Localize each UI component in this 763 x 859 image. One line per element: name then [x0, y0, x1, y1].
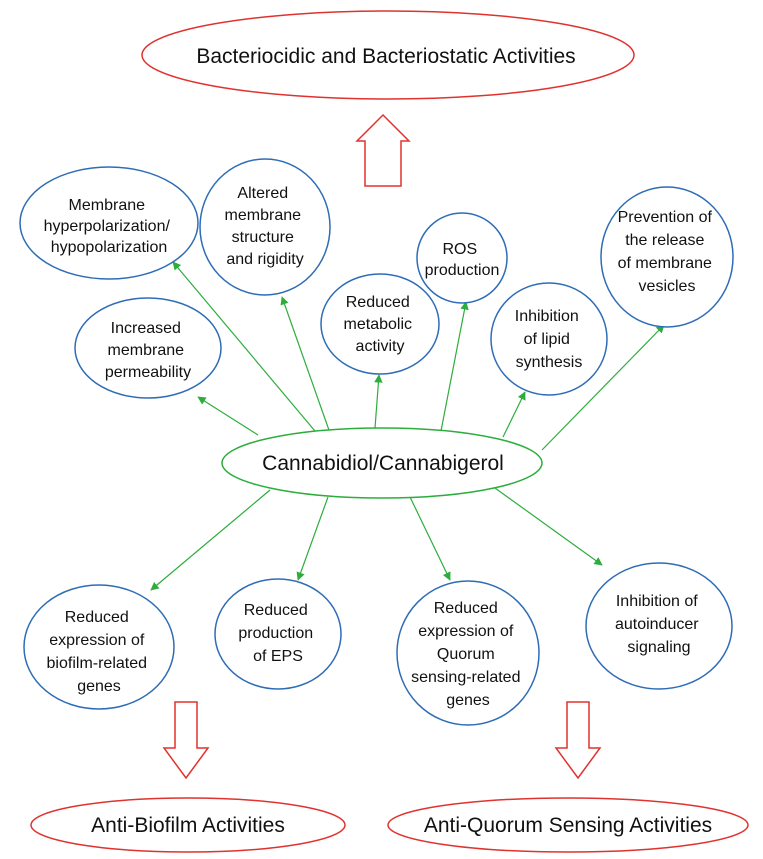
center-compound-label: Cannabidiol/Cannabigerol [262, 452, 504, 475]
mechanism-polarization: Membrane hyperpolarization/ hypopolariza… [19, 166, 199, 280]
mechanism-ros-line-1: ROS [442, 241, 477, 258]
connector-biofilm-genes [150, 489, 271, 591]
connector-ros [439, 301, 469, 437]
svg-text:Prevention of the releas: Prevention of the release of membrane ve… [618, 209, 717, 295]
mechanism-biofilm-genes: Reduced expression of biofilm-related ge… [23, 584, 175, 710]
mechanism-permeability-line-1: Increased [111, 320, 181, 337]
mechanism-eps-line-2: production [238, 625, 313, 642]
mechanism-vesicles: Prevention of the release of membrane ve… [600, 186, 734, 328]
mechanism-polarization-line-1: Membrane [69, 197, 146, 214]
mechanism-biofilm-genes-line-3: biofilm-related [47, 655, 147, 672]
mechanism-vesicles-line-3: of membrane [618, 255, 712, 272]
mechanism-quorum-genes-line-2: expression of [418, 623, 514, 640]
outcome-bactericidal: Bacteriocidic and Bacteriostatic Activit… [141, 10, 635, 100]
mechanism-quorum-genes: Reduced expression of Quorum sensing-rel… [396, 580, 540, 726]
mechanism-altered-membrane: Altered membrane structure and rigidity [199, 158, 331, 296]
mechanism-ros: ROS production [416, 212, 508, 304]
mechanism-metabolic-line-3: activity [356, 338, 405, 355]
mechanism-ros-line-2: production [425, 262, 500, 279]
mechanism-permeability-line-2: membrane [108, 342, 185, 359]
svg-text:Reduced expression of: Reduced expression of biofilm-related ge… [47, 609, 152, 695]
svg-text:Membrane hyperpolarizati: Membrane hyperpolarization/ hypopolariza… [44, 197, 175, 256]
down-arrow-to-antiquorum [554, 701, 602, 780]
mechanism-biofilm-genes-line-2: expression of [49, 632, 145, 649]
connector-vesicles [541, 324, 665, 451]
mechanism-polarization-line-3: hypopolarization [51, 239, 168, 256]
mechanism-autoinducer: Inhibition of autoinducer signaling [585, 562, 733, 690]
svg-text:Reduced production: Reduced production of EPS [238, 602, 317, 665]
svg-text:Altered membrane s: Altered membrane structure and rigidity [225, 185, 306, 268]
connector-quorum-genes [409, 496, 451, 581]
outcome-antibiofilm: Anti-Biofilm Activities [30, 797, 346, 853]
center-compound: Cannabidiol/Cannabigerol [221, 427, 543, 499]
mechanism-biofilm-genes-line-4: genes [77, 678, 121, 695]
connector-group [150, 261, 665, 591]
mechanism-vesicles-line-4: vesicles [639, 278, 696, 295]
mechanism-lipid-line-2: of lipid [524, 331, 570, 348]
mechanism-quorum-genes-line-4: sensing-related [411, 669, 520, 686]
svg-text:Inhibition of lipid: Inhibition of lipid synthesis [515, 308, 584, 371]
svg-text:ROS production: ROS production [425, 241, 500, 279]
mechanism-biofilm-genes-line-1: Reduced [65, 609, 129, 626]
mechanism-autoinducer-line-3: signaling [627, 639, 690, 656]
mechanism-lipid: Inhibition of lipid synthesis [490, 282, 608, 396]
connector-permeability [197, 396, 259, 436]
connector-altered-membrane [280, 296, 331, 434]
mechanism-vesicles-line-1: Prevention of [618, 209, 713, 226]
mechanism-lipid-line-3: synthesis [516, 354, 583, 371]
connector-metabolic [374, 374, 383, 429]
mechanism-vesicles-line-2: the release [625, 232, 704, 249]
up-arrow-to-bactericidal [355, 113, 411, 187]
mechanism-eps-line-1: Reduced [244, 602, 308, 619]
connector-eps [296, 496, 329, 581]
connector-polarization [172, 261, 321, 438]
svg-text:Inhibition of autoinduce: Inhibition of autoinducer signaling [615, 593, 703, 656]
outcome-antiquorum: Anti-Quorum Sensing Activities [387, 797, 749, 853]
mechanism-altered-membrane-line-1: Altered [237, 185, 288, 202]
mechanism-permeability-line-3: permeability [105, 364, 191, 381]
connector-autoinducer [494, 487, 603, 566]
mechanism-quorum-genes-line-1: Reduced [434, 600, 498, 617]
mechanism-altered-membrane-line-2: membrane [225, 207, 302, 224]
mechanism-polarization-line-2: hyperpolarization/ [44, 218, 171, 235]
mechanism-permeability: Increased membrane permeability [74, 297, 222, 399]
mechanism-quorum-genes-line-3: Quorum [437, 646, 495, 663]
connector-lipid [502, 391, 526, 438]
mechanism-eps-line-3: of EPS [253, 648, 303, 665]
mechanism-autoinducer-line-2: autoinducer [615, 616, 699, 633]
mechanism-altered-membrane-line-3: structure [232, 229, 294, 246]
svg-text:Increased membrane: Increased membrane permeability [105, 320, 191, 381]
outcome-antibiofilm-label: Anti-Biofilm Activities [91, 814, 285, 837]
mechanism-lipid-line-1: Inhibition [515, 308, 579, 325]
mechanism-metabolic-line-2: metabolic [344, 316, 412, 333]
mechanism-metabolic-line-1: Reduced [346, 294, 410, 311]
mechanism-metabolic: Reduced metabolic activity [320, 273, 440, 375]
down-arrow-to-antibiofilm [162, 701, 210, 780]
mechanism-altered-membrane-line-4: and rigidity [226, 251, 303, 268]
mechanism-quorum-genes-line-5: genes [446, 692, 490, 709]
svg-text:Reduced expression of: Reduced expression of Quorum sensing-rel… [411, 600, 525, 709]
svg-text:Reduced metabolic: Reduced metabolic activity [344, 294, 417, 355]
outcome-antiquorum-label: Anti-Quorum Sensing Activities [424, 814, 712, 837]
mechanism-eps: Reduced production of EPS [214, 578, 342, 690]
mechanism-autoinducer-line-1: Inhibition of [616, 593, 698, 610]
outcome-bactericidal-label: Bacteriocidic and Bacteriostatic Activit… [196, 45, 575, 68]
